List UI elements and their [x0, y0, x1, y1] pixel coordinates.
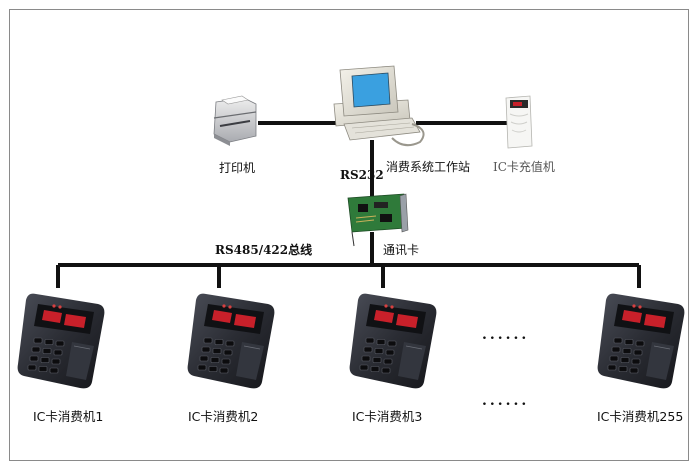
card-charger-label: IC卡充值机: [493, 160, 555, 174]
terminal-255-label: IC卡消费机255: [597, 409, 684, 424]
terminal-1-label: IC卡消费机1: [33, 409, 104, 424]
terminal-255-icon: [597, 293, 685, 389]
workstation-label: 消费系统工作站: [386, 160, 471, 174]
printer-label: 打印机: [219, 161, 256, 175]
rs232-label: RS232: [340, 168, 384, 182]
comm-card-label: 通讯卡: [383, 243, 420, 257]
ellipsis-upper: ......: [482, 327, 530, 343]
ellipsis-lower: ......: [482, 393, 530, 409]
terminal-3-label: IC卡消费机3: [352, 409, 423, 424]
terminal-2-icon: [187, 293, 275, 389]
diagram-frame: [9, 9, 689, 461]
bus-label: RS485/422总线: [215, 243, 313, 257]
terminal-1-icon: [17, 293, 105, 389]
card-charger-icon: [505, 95, 533, 149]
terminal-2-label: IC卡消费机2: [188, 409, 259, 424]
printer-icon: [213, 95, 257, 146]
terminal-3-icon: [349, 293, 437, 389]
comm-card-icon: [347, 193, 409, 247]
workstation-icon: [333, 65, 425, 147]
